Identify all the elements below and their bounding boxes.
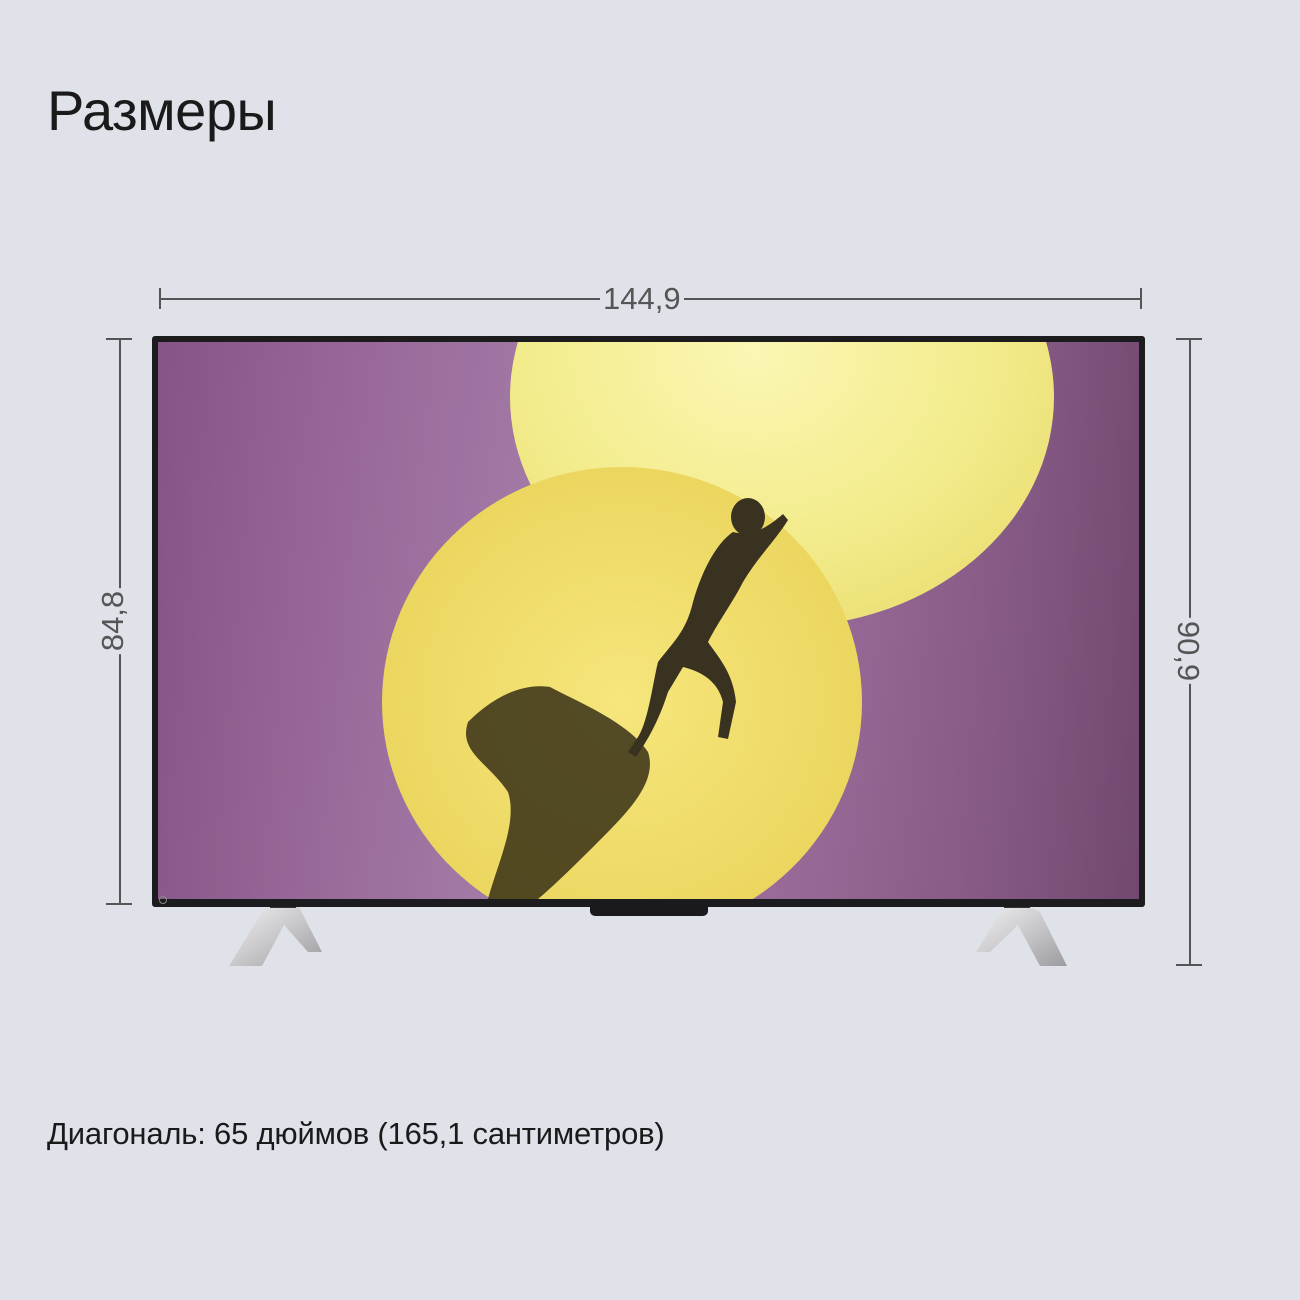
page-title: Размеры — [47, 79, 277, 142]
width-label: 144,9 — [600, 282, 684, 316]
tv-screen — [158, 342, 1139, 899]
screen-height-label: 84,8 — [95, 587, 131, 655]
tv-frame — [152, 336, 1145, 907]
tv-bottom-bar — [590, 902, 708, 916]
left-stand — [229, 905, 322, 966]
runner-silhouette — [628, 498, 788, 757]
diagonal-info: Диагональ: 65 дюймов (165,1 сантиметров) — [47, 1116, 665, 1151]
power-led-icon — [159, 896, 167, 904]
total-height-label: 90,9 — [1171, 617, 1206, 685]
right-stand — [976, 905, 1067, 966]
screen-artwork — [158, 342, 1139, 899]
water-reflection — [466, 686, 650, 899]
